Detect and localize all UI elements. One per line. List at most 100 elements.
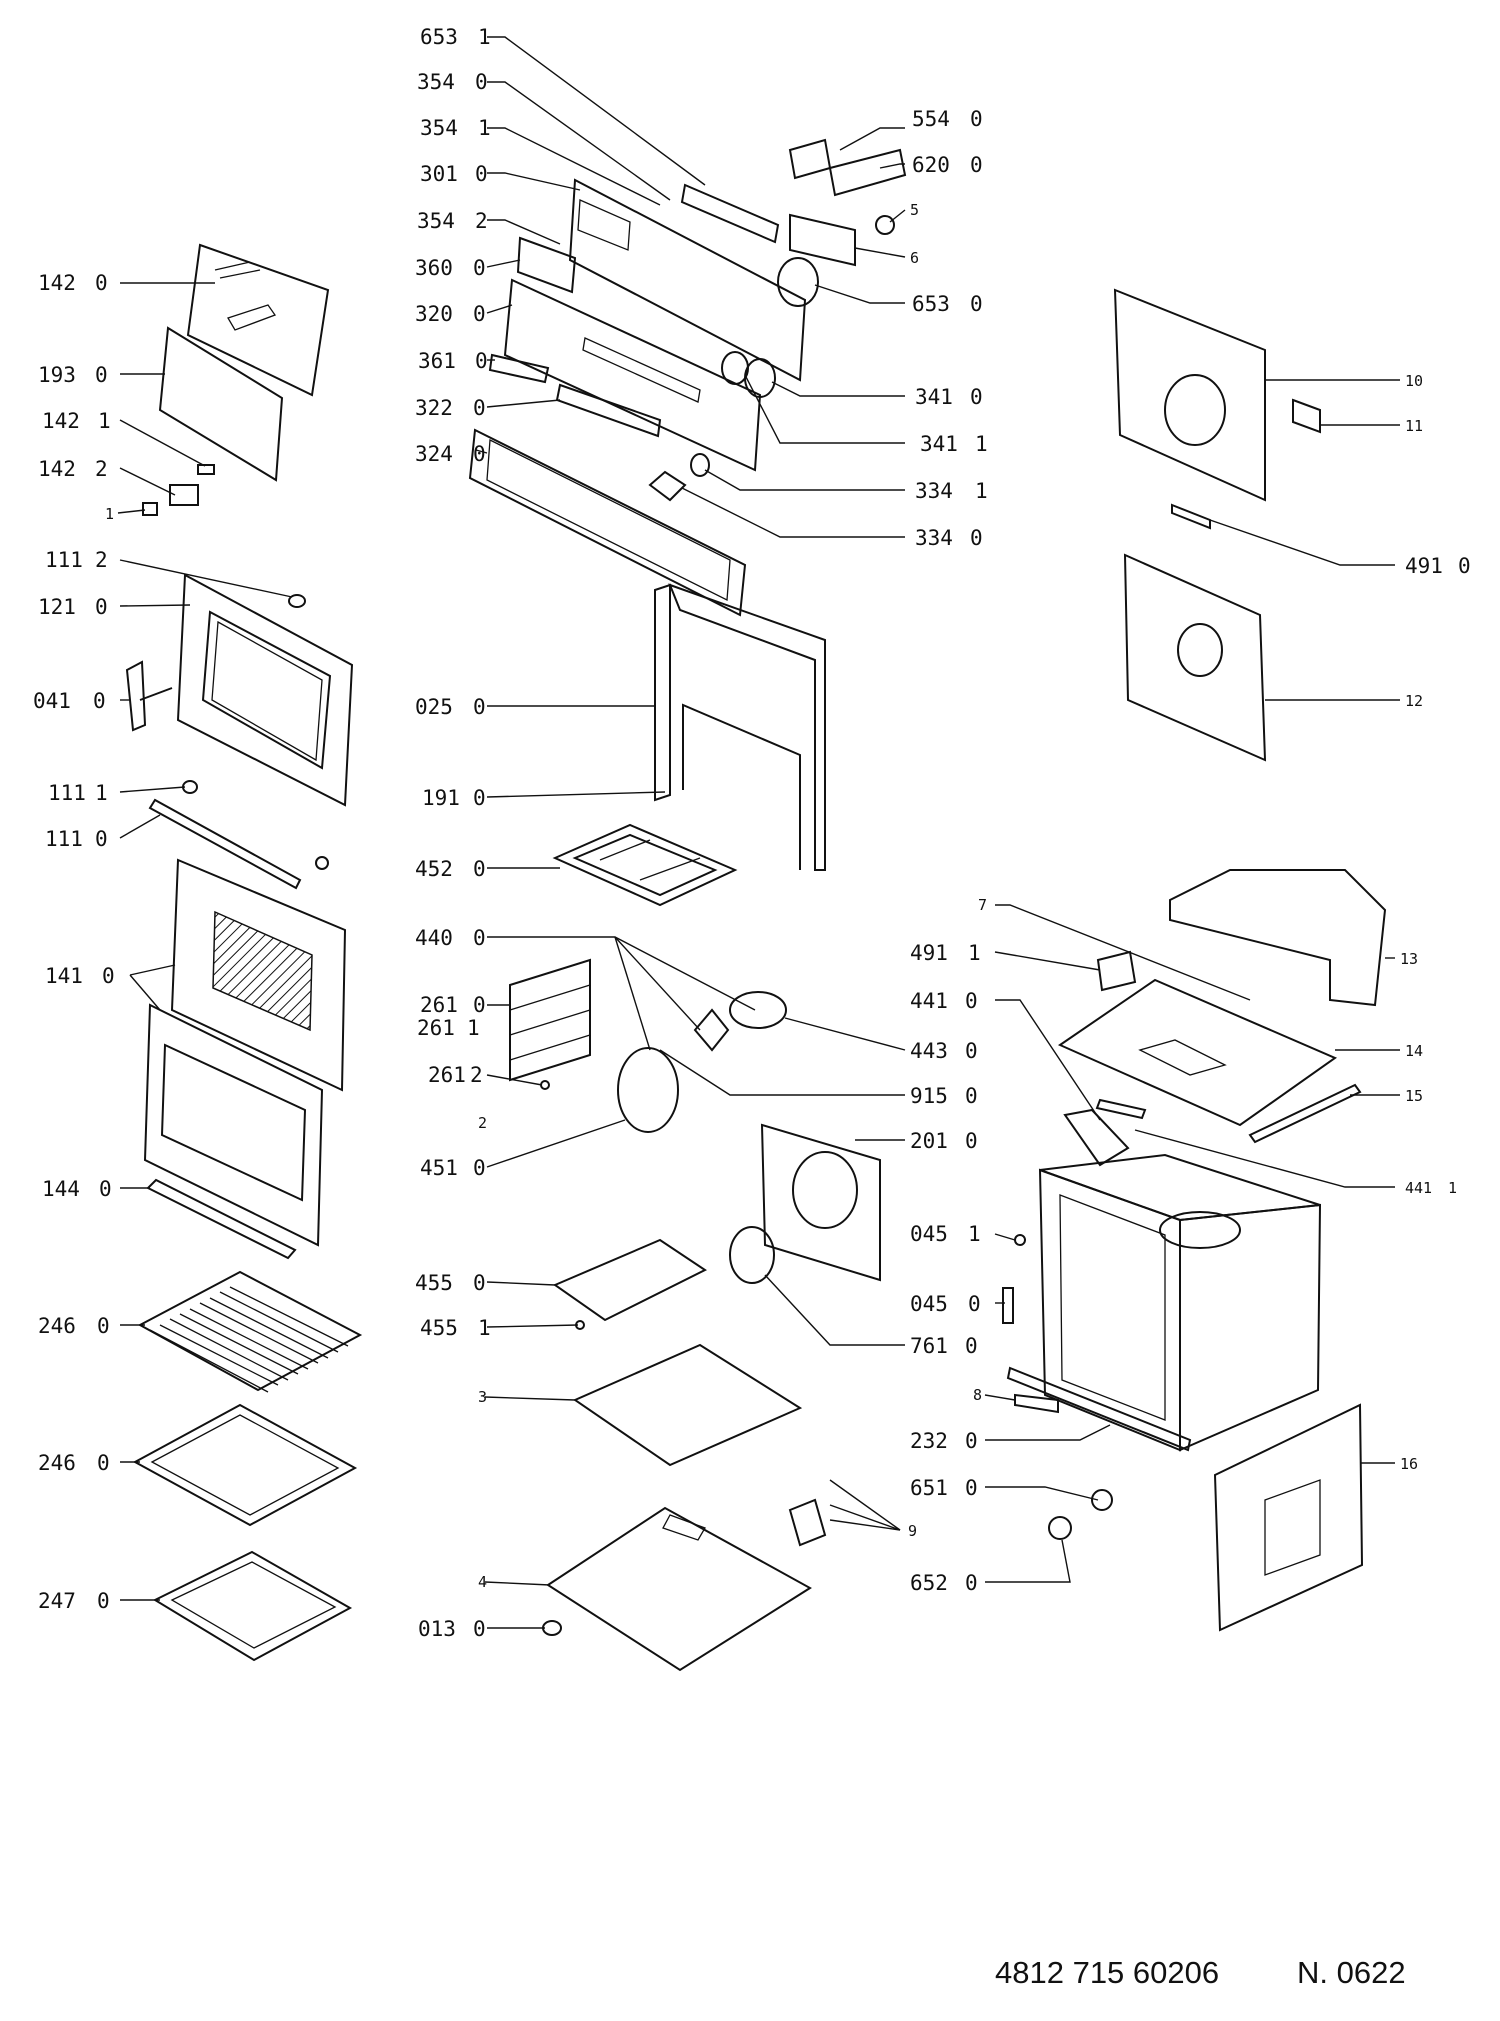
- label-14: 14: [1405, 1042, 1423, 1060]
- label-193-0: 193: [38, 363, 76, 387]
- control-strip-653-1: [680, 183, 780, 244]
- label-201-0: 201: [910, 1129, 948, 1153]
- terminal-strip-441-1: [1095, 1098, 1147, 1120]
- label-301-0-sub: 0: [475, 162, 488, 186]
- label-455-0-sub: 0: [473, 1271, 486, 1295]
- control-housing: [568, 178, 807, 382]
- top-plate-14-recess: [1138, 1039, 1227, 1076]
- control-housing-window: [577, 199, 631, 251]
- label-121-0-sub: 0: [95, 595, 108, 619]
- glass-bracket: [169, 484, 199, 506]
- side-panel-025: [654, 583, 671, 802]
- label-761-0-sub: 0: [965, 1334, 978, 1358]
- part-652: [1048, 1516, 1072, 1540]
- label-320-0: 320: [415, 302, 453, 326]
- label-246-0-a: 246: [38, 1314, 76, 1338]
- door-bottom-trim: [146, 1178, 297, 1260]
- rack-guide-rung-1: [509, 984, 591, 1011]
- knob-334-0: [648, 470, 687, 502]
- label-247-0-sub: 0: [97, 1589, 110, 1613]
- part-5: [875, 215, 895, 235]
- terminal-491-0: [1171, 503, 1211, 530]
- label-191-0-sub: 0: [473, 786, 486, 810]
- fan-cover-201: [760, 1123, 881, 1282]
- label-142-2: 142: [38, 457, 76, 481]
- door-hinge-arm: [139, 687, 173, 701]
- label-2: 2: [478, 1114, 487, 1132]
- callout-labels: 142 0 193 0 142 1 142 2 1 111 2 121 0 04…: [33, 25, 1471, 1641]
- oven-cavity-side: [1179, 1203, 1322, 1452]
- baking-tray-inner: [150, 1414, 340, 1516]
- label-111-1-sub: 1: [95, 781, 108, 805]
- label-452-0: 452: [415, 857, 453, 881]
- side-panel-16: [1213, 1403, 1364, 1632]
- label-360-0: 360: [415, 256, 453, 280]
- door-glass-outer-shine: [214, 261, 251, 271]
- knob-334-1: [690, 453, 710, 477]
- label-334-1-sub: 1: [975, 479, 988, 503]
- label-301-0: 301: [420, 162, 458, 186]
- front-fascia-320: [503, 278, 762, 472]
- screw-261-2: [540, 1080, 550, 1090]
- label-443-0-sub: 0: [965, 1039, 978, 1063]
- label-045-0-sub: 0: [968, 1292, 981, 1316]
- label-11: 11: [1405, 417, 1423, 435]
- label-322-0: 322: [415, 396, 453, 420]
- label-041-0: 041: [33, 689, 71, 713]
- label-041-0-sub: 0: [93, 689, 106, 713]
- label-144-0: 144: [42, 1177, 80, 1201]
- trim-232: [1006, 1366, 1192, 1452]
- label-142-1: 142: [42, 409, 80, 433]
- label-915-0: 915: [910, 1084, 948, 1108]
- document-number: N. 0622: [1297, 1955, 1406, 1990]
- label-455-1-sub: 1: [478, 1316, 491, 1340]
- label-354-2: 354: [417, 209, 455, 233]
- knob-341-0: [744, 358, 776, 398]
- label-440-0-sub: 0: [473, 926, 486, 950]
- rack-guide: [509, 958, 591, 1082]
- label-15: 15: [1405, 1087, 1423, 1105]
- lamp-045-1: [1014, 1234, 1026, 1246]
- label-320-0-sub: 0: [473, 302, 486, 326]
- door-glass-outer-print: [227, 304, 277, 331]
- label-341-0: 341: [915, 385, 953, 409]
- door-inner-glass-panel: [143, 1003, 324, 1247]
- label-354-1: 354: [420, 116, 458, 140]
- outer-door-panel: [170, 858, 347, 1092]
- bottom-element-455: [552, 1238, 707, 1322]
- label-915-0-sub: 0: [965, 1084, 978, 1108]
- clock-module: [516, 236, 577, 294]
- label-651-0: 651: [910, 1476, 948, 1500]
- label-144-0-sub: 0: [99, 1177, 112, 1201]
- label-142-1-sub: 1: [98, 409, 111, 433]
- grill-element-coil: [599, 839, 701, 881]
- label-334-0: 334: [915, 526, 953, 550]
- label-7: 7: [978, 896, 987, 914]
- label-142-2-sub: 2: [95, 457, 108, 481]
- label-491-1: 491: [910, 941, 948, 965]
- back-bracket-12-hole: [1177, 623, 1223, 677]
- side-panel-16-window: [1264, 1479, 1321, 1576]
- label-111-0-sub: 0: [95, 827, 108, 851]
- label-045-0: 045: [910, 1292, 948, 1316]
- label-324-0: 324: [415, 442, 453, 466]
- label-6: 6: [910, 249, 919, 267]
- label-334-1: 334: [915, 479, 953, 503]
- screw-1: [142, 502, 158, 516]
- label-354-2-sub: 2: [475, 209, 488, 233]
- glass-frame: [158, 326, 284, 482]
- cabinet-parts-group: [1002, 288, 1387, 1632]
- label-653-0-sub: 0: [970, 292, 983, 316]
- door-hinge: [125, 660, 147, 732]
- rack-guide-rung-2: [509, 1009, 591, 1036]
- fascia-frame-324: [468, 428, 747, 617]
- fan-cover-grille: [792, 1151, 858, 1229]
- back-panel-fan-grille: [1164, 374, 1226, 446]
- label-651-0-sub: 0: [965, 1476, 978, 1500]
- label-246-0-a-sub: 0: [97, 1314, 110, 1338]
- center-parts-group: [468, 138, 907, 1672]
- rail-15: [1248, 1083, 1362, 1144]
- label-451-0-sub: 0: [473, 1156, 486, 1180]
- label-354-1-sub: 1: [478, 116, 491, 140]
- leader-lines: [117, 36, 1400, 1629]
